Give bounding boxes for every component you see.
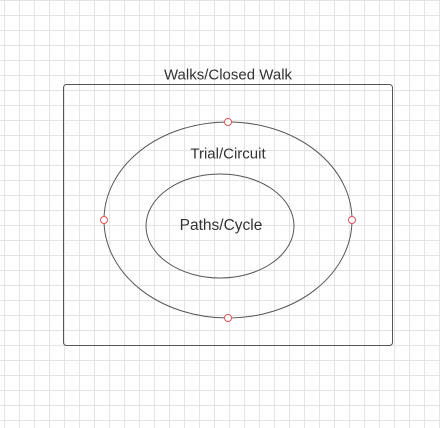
trial-circuit-label: Trial/Circuit [190,145,266,163]
walks-closed-walk-box[interactable] [63,84,393,346]
paths-cycle-label: Paths/Cycle [179,217,263,234]
connection-handle-bottom[interactable] [224,314,232,322]
connection-handle-left[interactable] [100,216,108,224]
connection-handle-top[interactable] [224,118,232,126]
connection-handle-right[interactable] [348,216,356,224]
walks-closed-walk-label: Walks/Closed Walk [163,66,293,84]
paths-cycle-ellipse[interactable] [145,173,295,279]
